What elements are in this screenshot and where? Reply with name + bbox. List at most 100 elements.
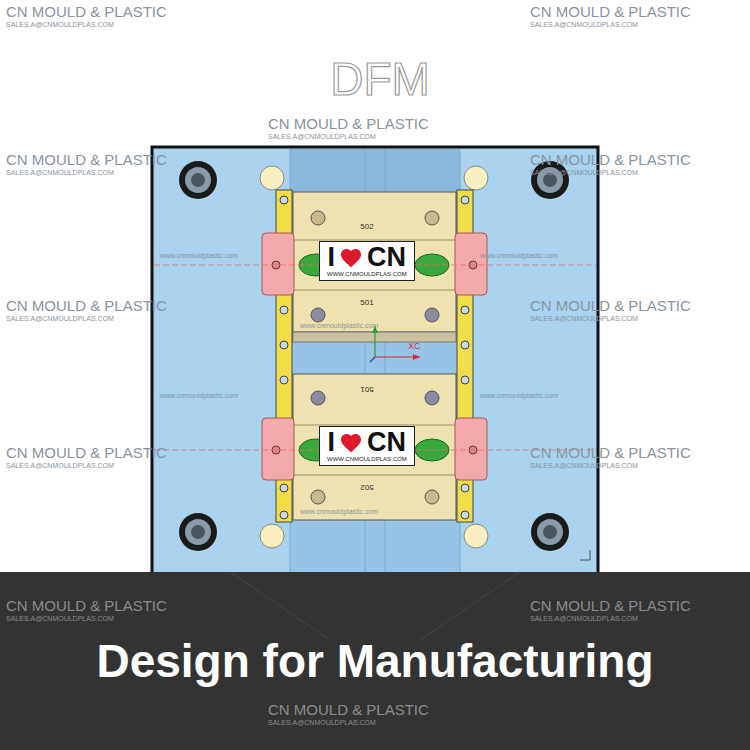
watermark-text: CN MOULD & PLASTIC [530,444,691,461]
watermark-text: CN MOULD & PLASTIC [6,297,167,314]
centre-stripe [290,149,460,573]
watermark-text: SALES.A@CNMOULDPLAS.COM [530,315,638,322]
watermark-text: CN MOULD & PLASTIC [6,444,167,461]
block-line [293,290,456,291]
logo-url: WWW.CNMOULDPLAS.COM [327,271,407,278]
block-line [293,475,456,476]
watermark-text: CN MOULD & PLASTIC [6,3,167,20]
screw-hole [311,391,325,405]
part-number-box: 501 [360,385,373,394]
watermark-text: CN MOULD & PLASTIC [530,151,691,168]
watermark-text: CN MOULD & PLASTIC [530,297,691,314]
part-number: 502 [360,483,373,492]
watermark-url: www.cnmouldplastic.com [300,508,378,515]
axis-label: XC [408,341,421,351]
part-number: 501 [360,298,373,307]
watermark-text: SALES.A@CNMOULDPLAS.COM [530,169,638,176]
heart-symbol [338,431,364,455]
cavity-block [293,374,456,520]
axis-head [413,354,420,360]
screw-hole [425,490,439,504]
watermark-text-box: SALES.A@CNMOULDPLAS.COM [6,169,114,177]
watermark-text-box: SALES.A@CNMOULDPLAS.COM [6,21,114,29]
screw-hole [311,308,325,322]
watermark-text-box: CN MOULD & PLASTIC [6,298,167,315]
watermark-text: SALES.A@CNMOULDPLAS.COM [6,315,114,322]
watermark-text: SALES.A@CNMOULDPLAS.COM [6,21,114,28]
slider-block [262,233,294,295]
rail-hole [461,341,469,349]
watermark-text-box: CN MOULD & PLASTIC [268,702,429,719]
heart-symbol [341,249,361,267]
part-number: 502 [360,222,373,231]
logo-text: CN [367,429,406,456]
watermark-text-box: CN MOULD & PLASTIC [530,298,691,315]
watermark-text: SALES.A@CNMOULDPLAS.COM [268,719,376,726]
logo-text: I [328,429,336,456]
mould-plate [152,147,598,575]
watermark-text-box: SALES.A@CNMOULDPLAS.COM [530,21,638,29]
slider-block [455,418,487,480]
rail-hole [280,484,288,492]
axis-z [370,357,375,362]
watermark-url: www.cnmouldplastic.com [480,392,558,399]
watermark-text-box: SALES.A@CNMOULDPLAS.COM [268,133,376,141]
axis-label-box: XC [408,342,421,352]
guide-bushing [191,173,205,187]
rail-hole [461,196,469,204]
watermark-text: CN MOULD & PLASTIC [6,151,167,168]
watermark-text: CN MOULD & PLASTIC [530,597,691,614]
logo-row: I CN [327,429,407,456]
top-stripe [290,149,460,191]
slider-block [455,233,487,295]
guide-bushing [543,525,557,539]
screw-hole [425,211,439,225]
watermark-text-box: CN MOULD & PLASTIC [268,116,429,133]
watermark-text-box: CN MOULD & PLASTIC [6,598,167,615]
return-pin [260,524,284,548]
logo-badge: I CNWWW.CNMOULDPLAS.COM [319,426,415,466]
logo-text: CN [367,244,406,271]
watermark-text: CN MOULD & PLASTIC [268,115,429,132]
watermark-text-box: SALES.A@CNMOULDPLAS.COM [6,315,114,323]
watermark-text-box: SALES.A@CNMOULDPLAS.COM [6,615,114,623]
watermark-text-box: SALES.A@CNMOULDPLAS.COM [6,462,114,470]
watermark-url-box: www.cnmouldplastic.com [480,392,558,400]
guide-bushing [531,513,569,551]
return-pin [260,166,284,190]
watermark-text-box: CN MOULD & PLASTIC [6,152,167,169]
part-number-box: 501 [360,299,373,308]
watermark-text-box: CN MOULD & PLASTIC [530,4,691,21]
guide-bushing [179,161,217,199]
title-box: DFM [0,56,750,102]
watermark-text-box: SALES.A@CNMOULDPLAS.COM [530,169,638,177]
watermark-text-box: SALES.A@CNMOULDPLAS.COM [530,615,638,623]
watermark-url-box: www.cnmouldplastic.com [300,322,378,330]
logo-row: I CN [327,244,407,271]
rail-hole [461,376,469,384]
guide-bushing [185,167,211,193]
watermark-text: SALES.A@CNMOULDPLAS.COM [268,133,376,140]
screw-hole [425,391,439,405]
heart-symbol [338,246,364,270]
rail-hole [280,341,288,349]
watermark-text-box: SALES.A@CNMOULDPLAS.COM [530,315,638,323]
watermark-text: SALES.A@CNMOULDPLAS.COM [530,462,638,469]
watermark-url-box: www.cnmouldplastic.com [300,508,378,516]
watermark-url: www.cnmouldplastic.com [160,252,238,259]
watermark-url-box: www.cnmouldplastic.com [160,392,238,400]
band-watermark-line [230,572,330,640]
screw-hole [311,490,325,504]
return-pin [464,524,488,548]
logo-text: I [328,244,336,271]
watermark-text: SALES.A@CNMOULDPLAS.COM [6,615,114,622]
watermark-url: www.cnmouldplastic.com [480,252,558,259]
watermark-text: SALES.A@CNMOULDPLAS.COM [6,462,114,469]
watermark-text: SALES.A@CNMOULDPLAS.COM [530,21,638,28]
watermark-text: CN MOULD & PLASTIC [6,597,167,614]
logo-url: WWW.CNMOULDPLAS.COM [327,456,407,463]
watermark-text-box: CN MOULD & PLASTIC [530,152,691,169]
watermark-text-box: SALES.A@CNMOULDPLAS.COM [530,462,638,470]
part-number: 501 [360,385,373,394]
